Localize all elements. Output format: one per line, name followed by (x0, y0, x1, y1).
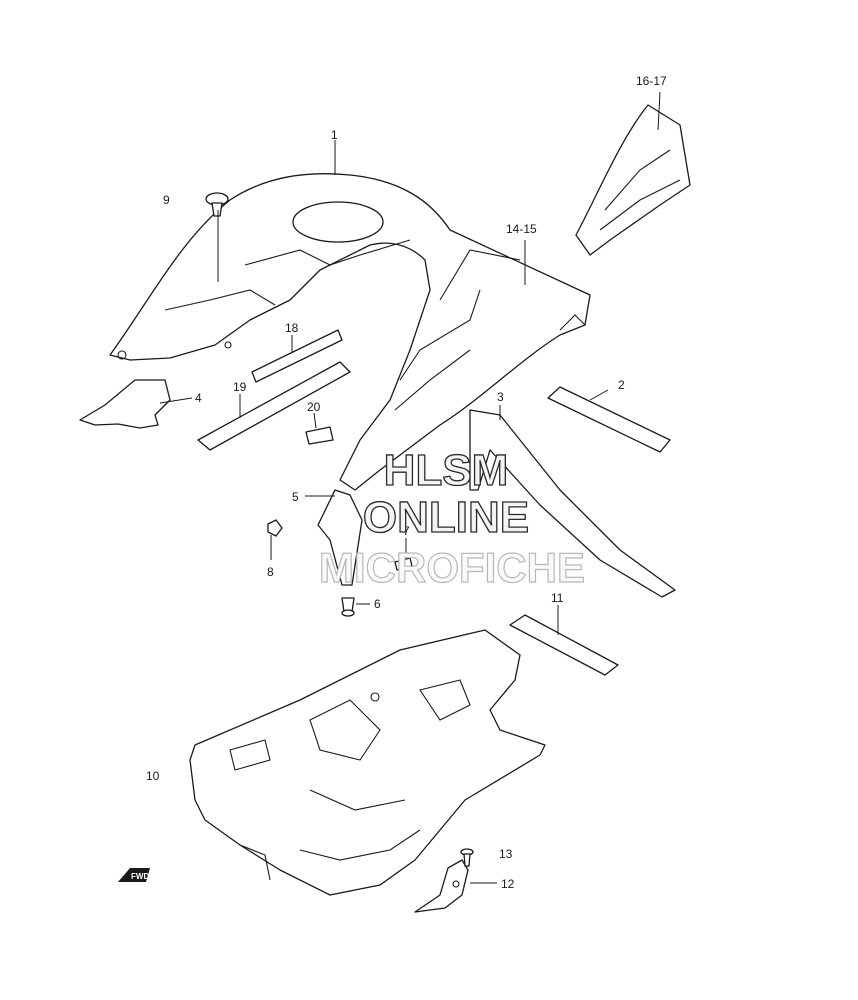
callout-2: 2 (618, 378, 625, 392)
callout-5: 5 (292, 490, 299, 504)
callout-7: 7 (403, 524, 410, 538)
callout-12: 12 (501, 877, 515, 891)
watermark-line2: ONLINE (363, 493, 529, 542)
clip-9-part (205, 192, 229, 217)
watermark-line3: MICROFICHE (319, 544, 585, 591)
stay-3-part (469, 409, 676, 598)
pad-18-part (251, 329, 343, 383)
callout-20: 20 (307, 400, 321, 414)
callout-11: 11 (551, 591, 564, 605)
bracket-12-part (414, 859, 469, 913)
callout-6: 6 (374, 597, 381, 611)
callout-4: 4 (195, 391, 202, 405)
watermark: HLSM ONLINE MICROFICHE (318, 445, 585, 591)
callout-labels: 1 2 3 4 5 6 7 8 9 10 11 12 13 14-15 16-1… (146, 74, 667, 891)
callout-8: 8 (267, 565, 274, 579)
callout-19: 19 (233, 380, 247, 394)
under-cover-10-part (189, 629, 546, 896)
pad-11-part (509, 614, 619, 676)
nut-8-part (267, 519, 283, 537)
fwd-label: FWD (131, 872, 149, 881)
pad-2-part (547, 386, 671, 453)
fwd-arrow-icon: FWD (118, 868, 150, 882)
pad-19-part (197, 361, 351, 451)
callout-16-17: 16-17 (636, 74, 667, 88)
callout-10: 10 (146, 769, 160, 783)
callout-3: 3 (497, 390, 504, 404)
watermark-line1: HLSM (384, 446, 509, 495)
screw-7-part (394, 557, 413, 571)
screw-6-part (341, 597, 355, 617)
side-decal-part (575, 104, 691, 256)
callout-18: 18 (285, 321, 299, 335)
callout-14-15: 14-15 (506, 222, 537, 236)
pad-20-part (305, 426, 334, 445)
bolt-13-part (460, 848, 474, 867)
bracket-4-part (79, 379, 171, 429)
leader-lines (159, 91, 661, 884)
callout-9: 9 (163, 193, 170, 207)
front-fender-part (109, 173, 591, 491)
bracket-5-part (317, 489, 363, 586)
callout-13: 13 (499, 847, 513, 861)
callout-1: 1 (331, 128, 338, 142)
